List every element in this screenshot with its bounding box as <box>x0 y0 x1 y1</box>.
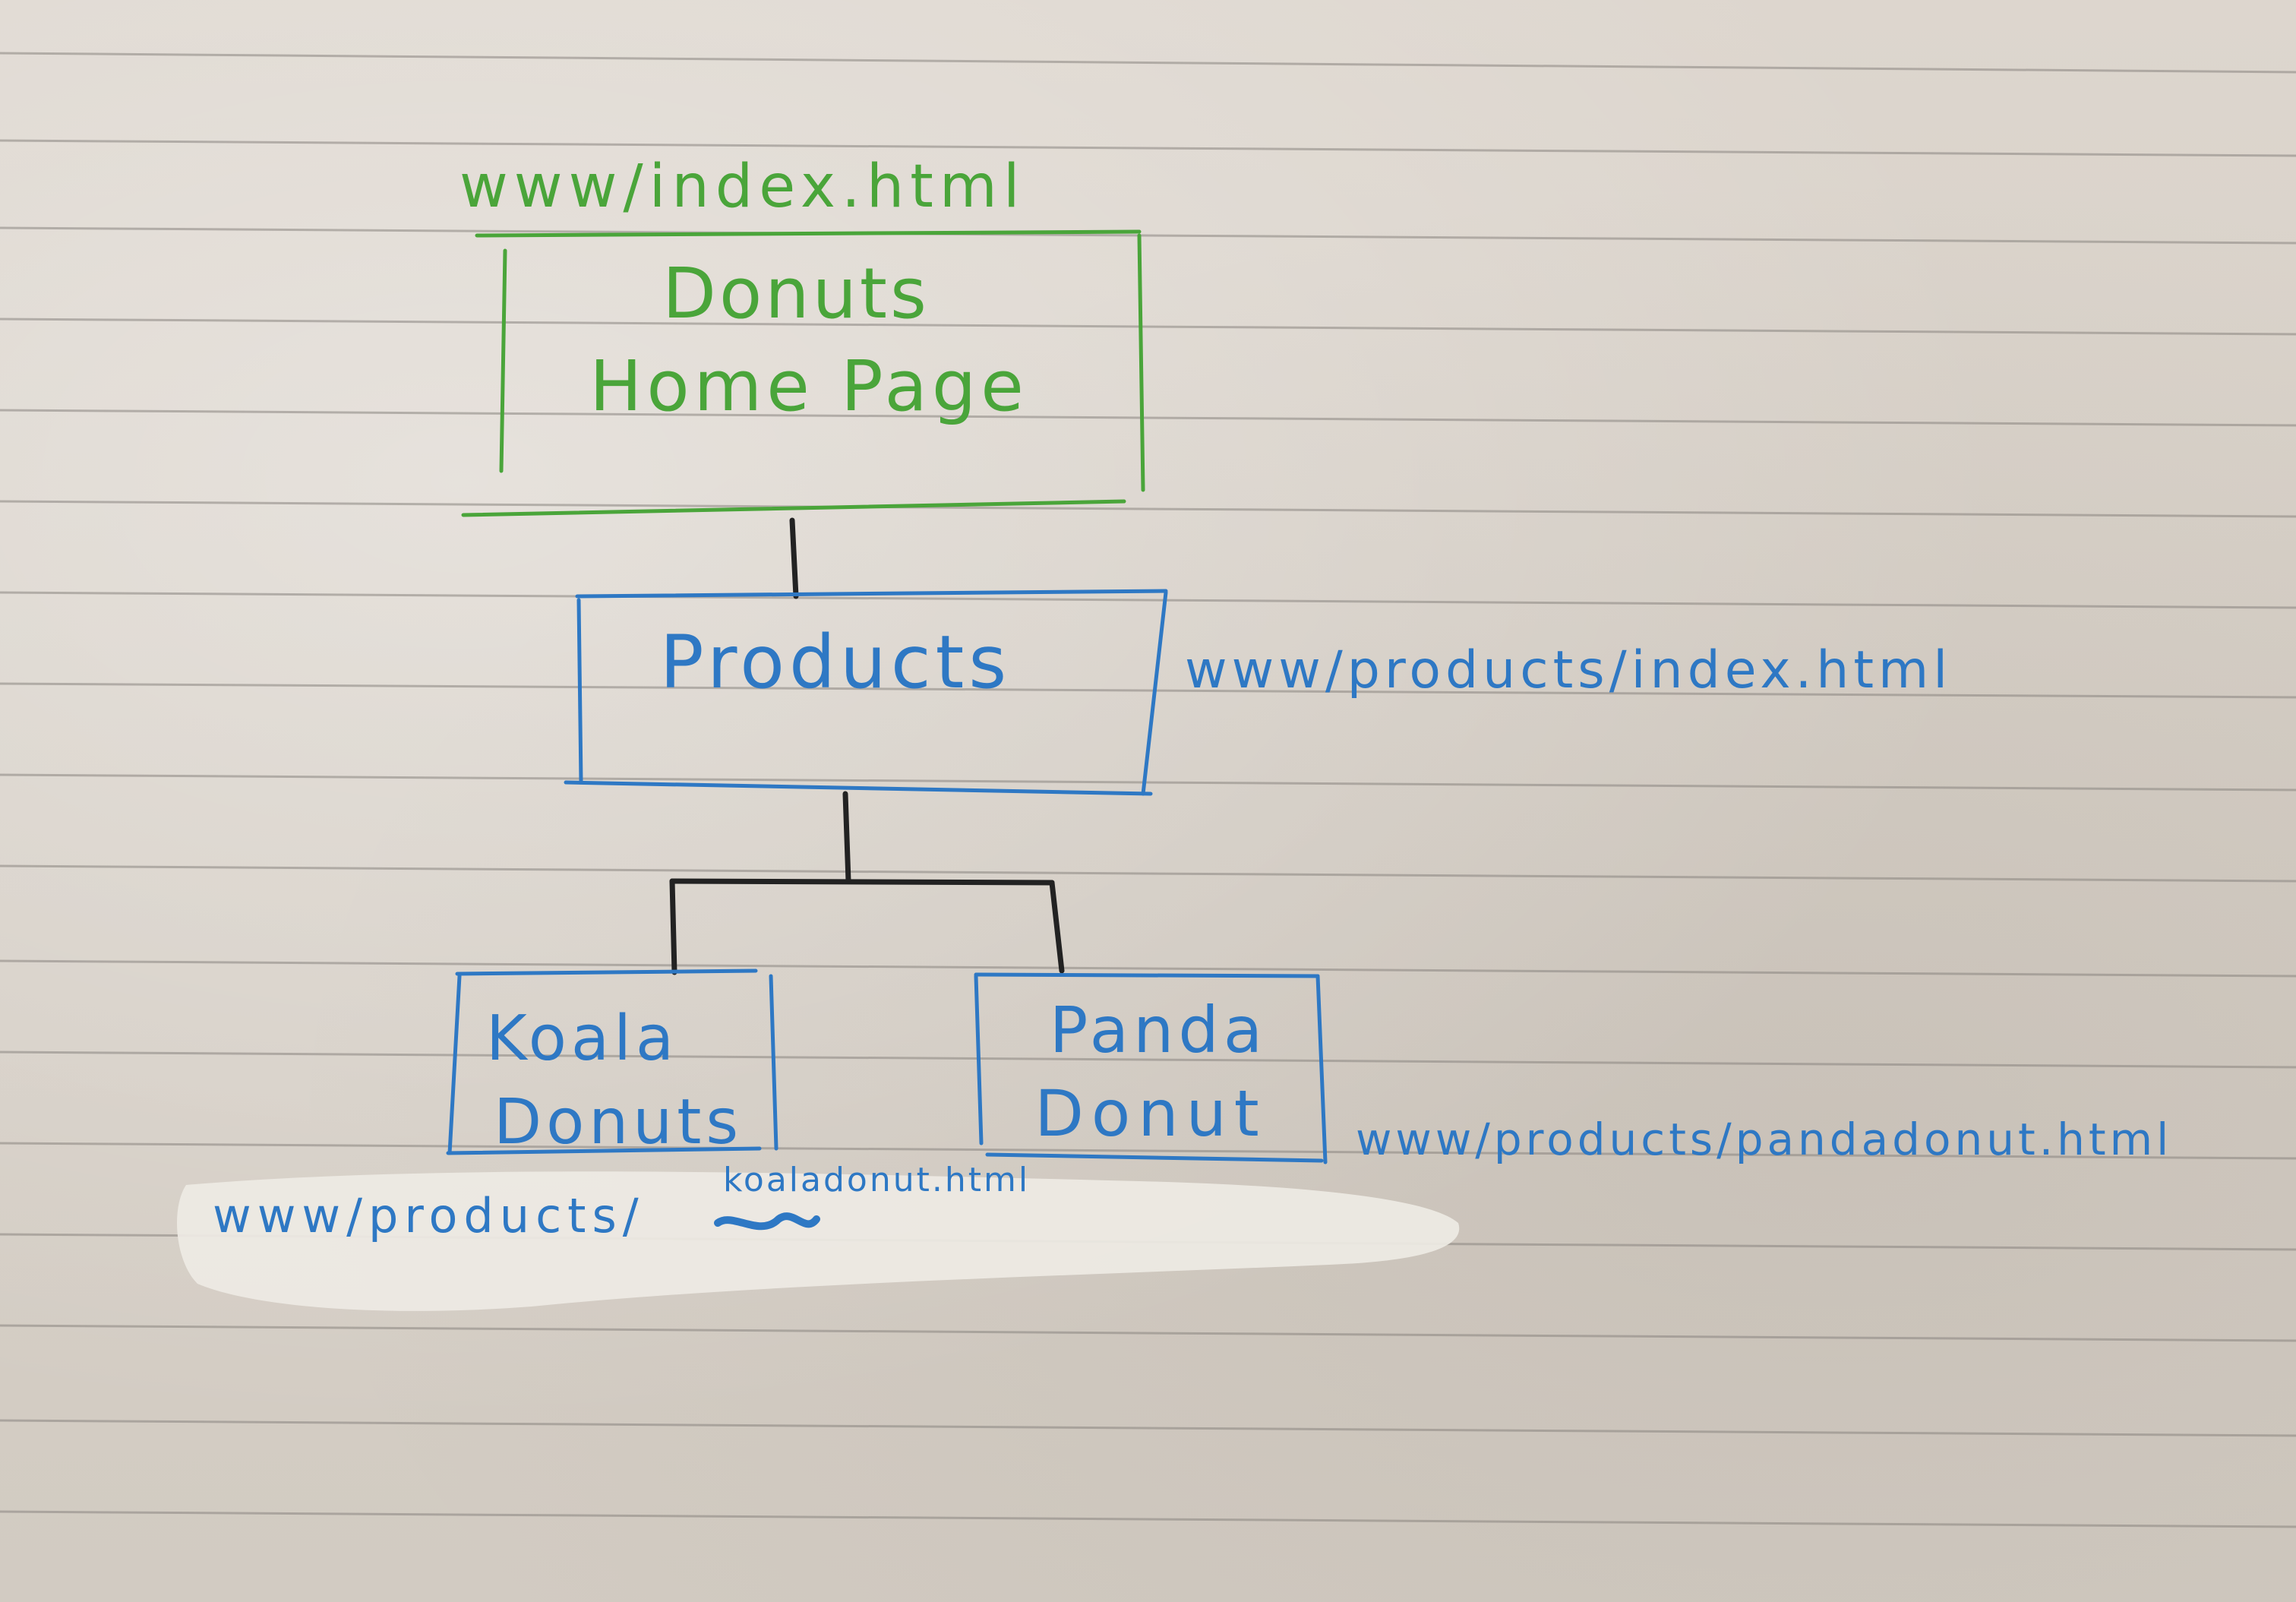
panda-box-left <box>974 974 984 1145</box>
crossout-scribble <box>714 1212 820 1231</box>
branch-to-panda-line <box>1049 880 1065 974</box>
panda-box-bottom <box>985 1152 1324 1163</box>
home-box-top <box>475 229 1142 238</box>
home-url-label: www/index.html <box>460 153 1026 221</box>
products-url-label: www/products/index.html <box>1185 640 1952 700</box>
panda-box-top <box>974 972 1320 978</box>
home-title-line1: Donuts <box>662 253 930 334</box>
koala-box-left <box>447 974 462 1155</box>
home-box-right <box>1137 233 1145 492</box>
panda-node <box>974 972 1328 1164</box>
panda-title-line1: Panda <box>1050 993 1267 1067</box>
home-title-line2: Home Page <box>589 346 1028 427</box>
panda-title-line2: Donut <box>1034 1076 1267 1151</box>
connector-lines <box>669 517 1065 975</box>
branch-horizontal-line <box>669 878 1055 886</box>
panda-box-right <box>1315 974 1328 1164</box>
products-box-bottom <box>564 780 1153 796</box>
koala-box-top <box>455 968 758 976</box>
products-title: Products <box>660 620 1012 705</box>
products-node <box>564 589 1168 796</box>
products-box-top <box>575 589 1168 599</box>
koala-title-line2: Donuts <box>494 1086 743 1158</box>
koala-node <box>446 968 778 1155</box>
panda-url-label: www/products/pandadonut.html <box>1356 1114 2172 1165</box>
products-to-branch-line <box>842 791 851 884</box>
koala-url-prefix: www/products/ <box>213 1188 645 1243</box>
home-box-left <box>499 248 507 473</box>
whiteout-patch <box>177 1171 1460 1311</box>
products-box-left <box>576 598 583 785</box>
home-node <box>461 229 1145 517</box>
koala-box-bottom <box>446 1146 762 1155</box>
ruled-lines <box>0 52 2296 1528</box>
koala-url-file: koaladonut.html <box>723 1161 1030 1199</box>
home-to-products-line <box>789 517 799 599</box>
branch-to-koala-line <box>669 878 677 975</box>
home-box-bottom <box>461 499 1126 517</box>
koala-box-right <box>769 974 778 1151</box>
products-box-right <box>1141 590 1168 796</box>
koala-title-line1: Koala <box>486 1003 678 1075</box>
